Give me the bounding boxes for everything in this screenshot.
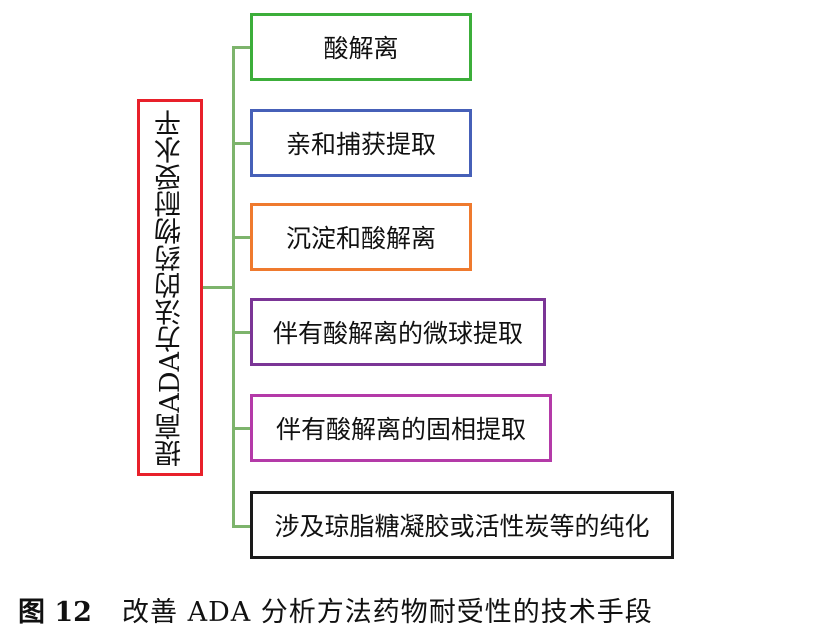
branch-node-acid-dissociation: 酸解离: [250, 13, 472, 81]
branch-label: 涉及琼脂糖凝胶或活性炭等的纯化: [274, 512, 650, 541]
branch-node-affinity-capture: 亲和捕获提取: [250, 109, 472, 177]
caption-text: 改善 ADA 分析方法药物耐受性的技术手段: [121, 597, 653, 628]
branch-connector-2: [232, 142, 252, 145]
branch-label: 酸解离: [323, 34, 399, 63]
root-label: 提高ADA方法的药物耐受水平: [154, 108, 186, 467]
figure-caption: 图 12 改善 ADA 分析方法药物耐受性的技术手段: [18, 590, 653, 629]
branch-node-microsphere-extraction: 伴有酸解离的微球提取: [250, 298, 546, 366]
branch-node-precipitation: 沉淀和酸解离: [250, 203, 472, 271]
branch-label: 伴有酸解离的微球提取: [272, 319, 523, 348]
branch-connector-1: [232, 46, 252, 49]
branch-node-purification: 涉及琼脂糖凝胶或活性炭等的纯化: [250, 491, 674, 559]
branch-label: 伴有酸解离的固相提取: [275, 415, 526, 444]
root-node: 提高ADA方法的药物耐受水平: [137, 99, 203, 476]
root-connector: [203, 286, 234, 289]
branch-node-solid-phase-extraction: 伴有酸解离的固相提取: [250, 394, 552, 462]
branch-label: 亲和捕获提取: [285, 130, 436, 159]
trunk-line: [232, 47, 235, 528]
technique-tree-diagram: 提高ADA方法的药物耐受水平 酸解离 亲和捕获提取 沉淀和酸解离 伴有酸解离的微…: [137, 13, 674, 559]
branch-label: 沉淀和酸解离: [285, 224, 436, 253]
branch-connector-5: [232, 427, 252, 430]
branch-connector-6: [232, 525, 252, 528]
branch-connector-3: [232, 236, 252, 239]
figure-number: 图 12: [18, 597, 92, 628]
branch-connector-4: [232, 331, 252, 334]
